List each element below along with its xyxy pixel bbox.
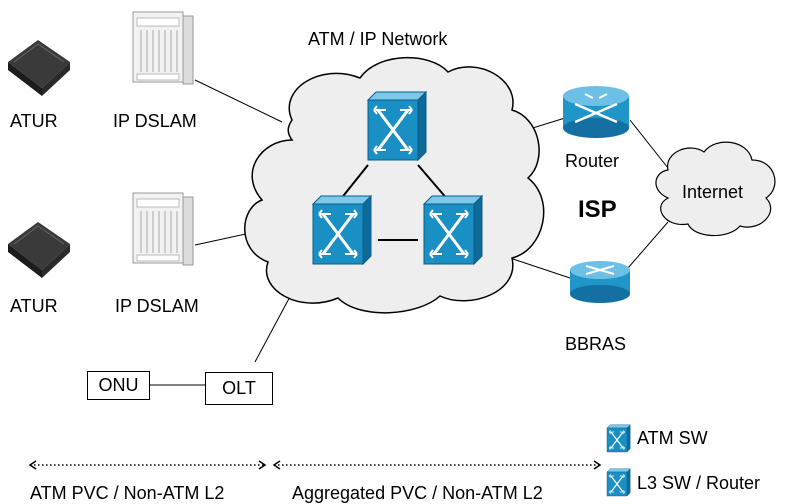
internet-label: Internet — [682, 182, 744, 202]
network-title: ATM / IP Network — [308, 29, 448, 49]
olt-box: OLT — [205, 372, 273, 405]
atm-switch-icon — [311, 194, 373, 266]
dslam-top-label: IP DSLAM — [113, 111, 197, 131]
atm-switch-icon — [422, 194, 484, 266]
segment-left-label: ATM PVC / Non-ATM L2 — [30, 483, 225, 503]
router-icon — [563, 86, 629, 138]
isp-label: ISP — [578, 196, 617, 223]
dslam-icon — [132, 11, 194, 85]
atur-bottom-label: ATUR — [10, 296, 58, 316]
bbras-label: BBRAS — [565, 334, 627, 354]
internet-cloud — [655, 141, 776, 237]
dslam-icon — [132, 192, 194, 266]
bbras-router-icon — [570, 261, 630, 303]
legend-atm-sw-icon — [606, 424, 631, 453]
switch-links — [339, 164, 449, 241]
onu-box: ONU — [87, 371, 150, 400]
modem-icon — [7, 221, 71, 279]
router-label: Router — [565, 151, 620, 171]
segment-arrows — [28, 460, 602, 470]
atm-switch-icon — [366, 90, 428, 162]
legend-l3-sw-icon — [606, 468, 631, 497]
dslam-bottom-label: IP DSLAM — [115, 296, 199, 316]
legend-atm-sw-label: ATM SW — [637, 428, 708, 448]
legend-l3-sw-label: L3 SW / Router — [637, 473, 761, 493]
modem-icon — [7, 39, 71, 97]
atur-top-label: ATUR — [10, 111, 58, 131]
segment-right-label: Aggregated PVC / Non-ATM L2 — [292, 483, 543, 503]
